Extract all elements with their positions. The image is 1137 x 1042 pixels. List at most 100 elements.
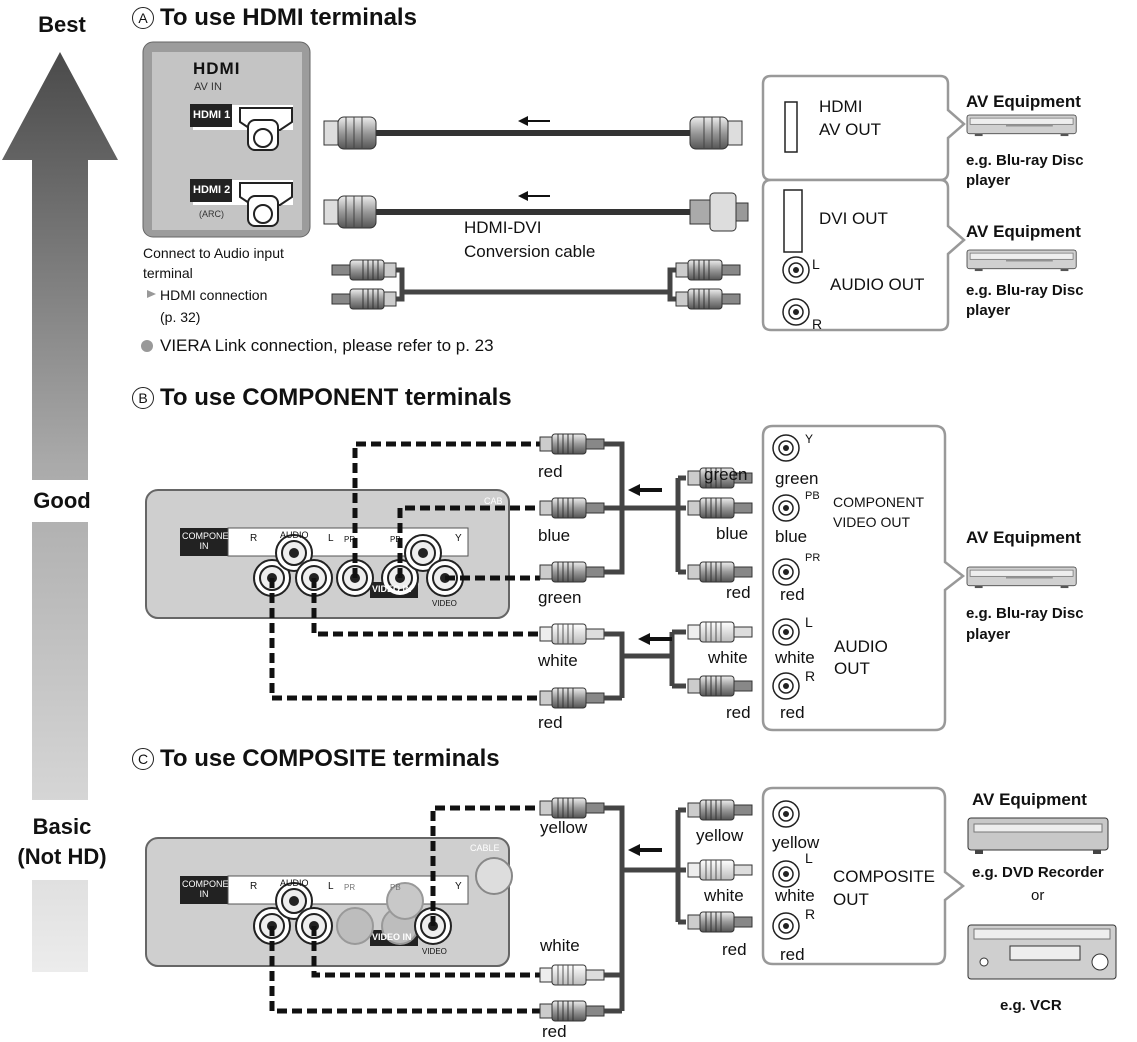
tv-pr-label-c: PR (344, 883, 356, 892)
jack-r-mark: R (812, 316, 823, 332)
av-equipment-a1: AV Equipment (966, 92, 1081, 111)
example-b-line2: player (966, 626, 1011, 643)
jack-label-b3: red (780, 585, 805, 604)
video-in-label-b: VIDEO IN (372, 584, 412, 594)
component-in-text-c: COMPONENT (182, 879, 241, 889)
right-plug-label-b2: blue (716, 524, 749, 543)
left-plug-label-b4: white (538, 651, 578, 670)
composite-out-label-1: COMPOSITE (833, 867, 936, 886)
component-out-label-2: VIDEO OUT (833, 514, 911, 530)
tv-l-label-b: L (328, 533, 334, 544)
example-a2-line2: player (966, 302, 1011, 319)
quality-good-label: Good (33, 488, 91, 513)
tv-r-label-b: R (250, 533, 258, 544)
arc-label: (ARC) (199, 209, 224, 219)
right-plug-label-c3: red (722, 940, 747, 959)
jack-mark-l-c: L (805, 850, 813, 866)
note-line-3: HDMI connection (160, 287, 268, 303)
section-a-marker: A (132, 7, 154, 29)
left-plug-label-b2: blue (538, 526, 571, 545)
jack-mark-l-b: L (805, 614, 813, 630)
example-a2-line1: e.g. Blu-ray Disc (966, 282, 1084, 299)
jack-label-b5: red (780, 703, 805, 722)
left-plug-label-c2: white (540, 936, 580, 955)
av-in-label: AV IN (194, 81, 222, 93)
section-b-graphics (145, 424, 1077, 732)
right-plug-label-b1: green (704, 465, 748, 484)
tv-audio-label-b: AUDIO (280, 530, 309, 540)
note-line-2: terminal (143, 265, 193, 281)
hdmi2-label: HDMI 2 (193, 184, 231, 196)
audio-out-label-b1: AUDIO (834, 637, 888, 656)
hdmi-dvi-cable-label: HDMI-DVI (464, 218, 542, 237)
jack-mark-r-c: R (805, 906, 816, 922)
right-plug-label-b4: white (708, 648, 748, 667)
conversion-cable-label: Conversion cable (464, 242, 596, 261)
hdmi-out-label-1: HDMI (819, 97, 863, 116)
tv-y-label-c: Y (455, 881, 462, 892)
section-b-marker: B (132, 387, 154, 409)
tv-video-label-c: VIDEO (422, 947, 447, 956)
section-a-graphics (141, 41, 1077, 352)
jack-l-mark: L (812, 256, 820, 272)
example-c-dvd: e.g. DVD Recorder (972, 864, 1104, 881)
left-plug-label-b3: green (538, 588, 582, 607)
component-in-sub-c: IN (199, 889, 209, 899)
example-c-or: or (1031, 887, 1045, 904)
quality-arrow (2, 52, 118, 972)
composite-out-label-2: OUT (833, 890, 869, 909)
hdmi-out-label-2: AV OUT (819, 120, 882, 139)
left-plug-label-b5: red (538, 713, 563, 732)
left-plug-label-c3: red (542, 1022, 567, 1041)
tv-pb-label-c: PB (390, 883, 401, 892)
jack-label-b1: green (775, 469, 819, 488)
video-in-label-c: VIDEO IN (372, 932, 412, 942)
jack-label-c1: yellow (772, 833, 820, 852)
av-equipment-b: AV Equipment (966, 528, 1081, 547)
section-c-title-text: To use COMPOSITE terminals (160, 745, 500, 772)
jack-label-b4: white (775, 648, 815, 667)
example-a1-line1: e.g. Blu-ray Disc (966, 152, 1084, 169)
left-plug-label-c1: yellow (540, 818, 588, 837)
audio-out-label: AUDIO OUT (830, 275, 925, 294)
section-c-marker: C (132, 748, 154, 770)
component-out-label-1: COMPONENT (833, 494, 924, 510)
note-line-4: (p. 32) (160, 309, 201, 325)
example-b-line1: e.g. Blu-ray Disc (966, 605, 1084, 622)
hdmi1-label: HDMI 1 (193, 109, 231, 121)
section-c-title: C To use COMPOSITE terminals (132, 745, 500, 773)
jack-label-c2: white (775, 886, 815, 905)
right-plug-label-c1: yellow (696, 826, 744, 845)
quality-best-label: Best (38, 12, 86, 37)
right-plug-label-c2: white (704, 886, 744, 905)
av-equipment-c: AV Equipment (972, 790, 1087, 809)
left-plug-label-b1: red (538, 462, 563, 481)
section-a-title-text: To use HDMI terminals (160, 4, 417, 31)
section-a-title: A To use HDMI terminals (132, 4, 417, 32)
audio-out-label-b2: OUT (834, 659, 870, 678)
av-equipment-a2: AV Equipment (966, 222, 1081, 241)
section-c-graphics (145, 786, 1117, 1022)
right-plug-label-b5: red (726, 703, 751, 722)
quality-basic-sub-label: (Not HD) (17, 844, 107, 869)
jack-mark-r-b: R (805, 668, 816, 684)
component-in-text-b: COMPONENT (182, 531, 241, 541)
tv-audio-label-c: AUDIO (280, 878, 309, 888)
viera-link-note: VIERA Link connection, please refer to p… (160, 336, 494, 355)
example-c-vcr: e.g. VCR (1000, 997, 1062, 1014)
example-a1-line2: player (966, 172, 1011, 189)
hdmi-logo: HDMI (193, 59, 241, 78)
dvi-out-label: DVI OUT (819, 209, 888, 228)
tv-pb-label-b: PB (390, 535, 401, 544)
note-line-1: Connect to Audio input (143, 245, 284, 261)
tv-cable-label-c: CABLE (470, 843, 500, 853)
jack-label-c3: red (780, 945, 805, 964)
jack-mark-pr: PR (805, 552, 821, 564)
tv-cable-label-b: CAB (484, 496, 503, 506)
tv-pr-label-b: PR (344, 535, 356, 544)
tv-video-label-b: VIDEO (432, 599, 457, 608)
